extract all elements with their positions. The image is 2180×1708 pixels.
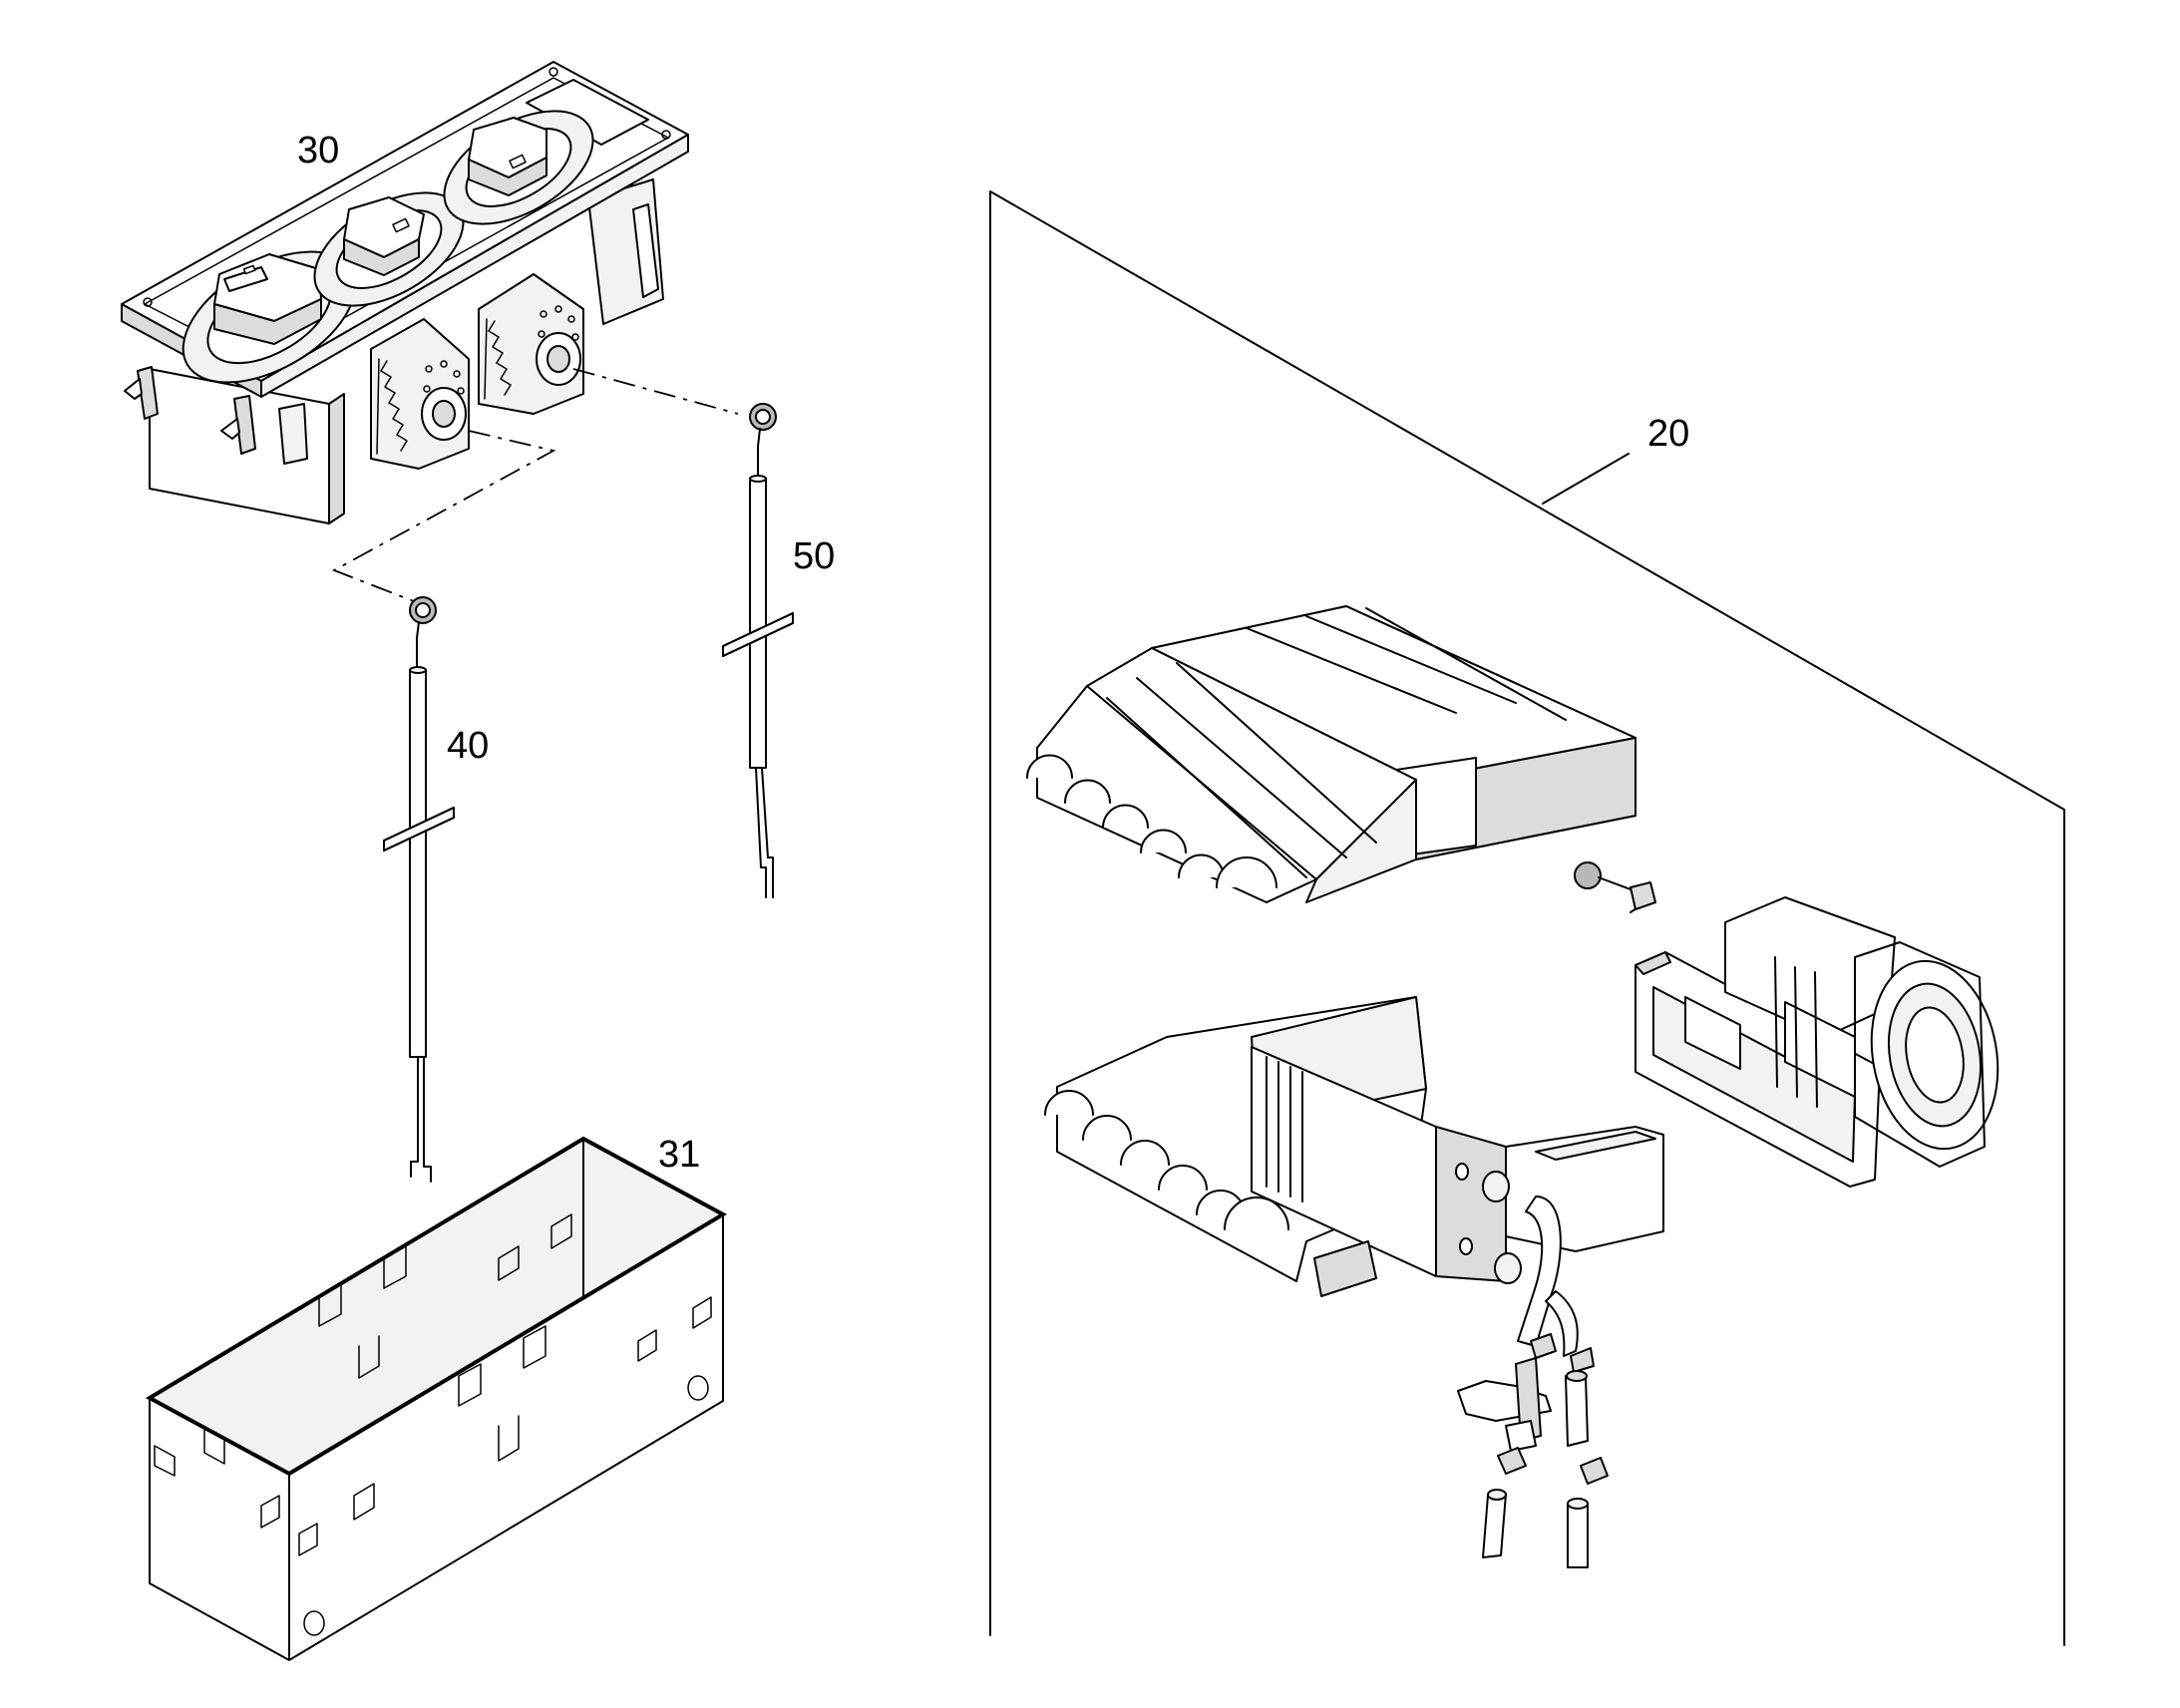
housing-box-31[interactable] [145,1136,728,1661]
control-cable-40[interactable] [383,596,455,1183]
label-part-20: 20 [1647,413,1689,455]
label-part-30: 30 [297,130,339,171]
control-cable-50[interactable] [722,403,794,898]
heater-assembly-20[interactable] [989,190,2065,1646]
leader-line-to-cable-50 [572,368,739,415]
leader-line-to-cable-40 [331,430,556,604]
label-part-31: 31 [658,1134,700,1176]
label-part-50: 50 [793,535,835,577]
label-part-40: 40 [447,725,489,767]
control-panel-30[interactable] [121,61,689,524]
